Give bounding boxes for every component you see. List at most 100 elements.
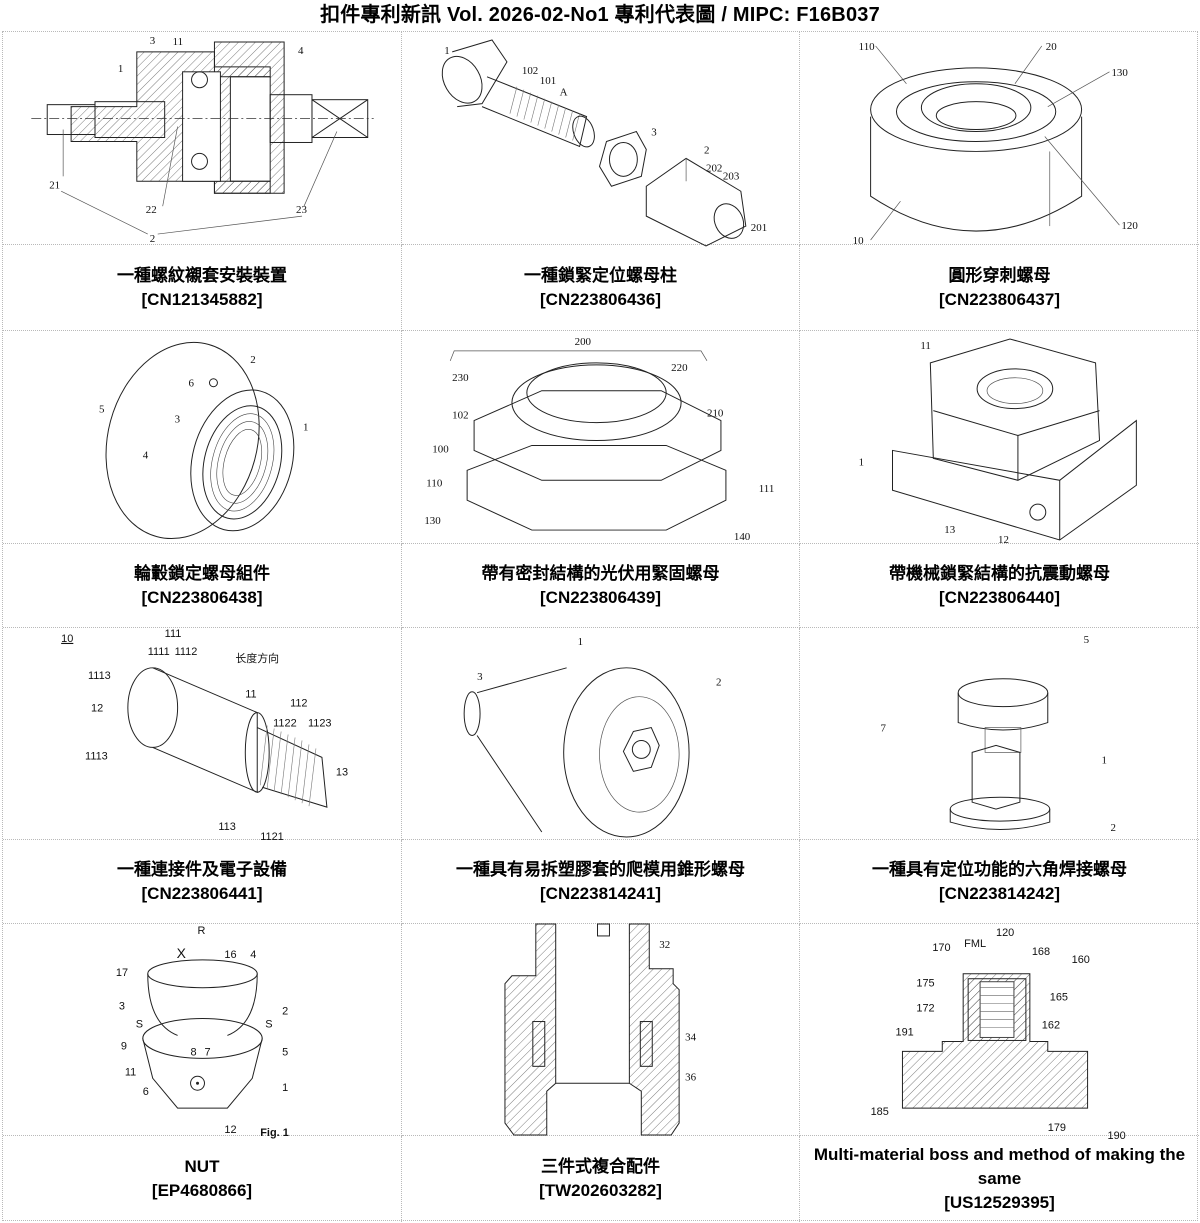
patent-number[interactable]: [CN223806436] — [540, 289, 661, 309]
patent-title: 一種連接件及電子設備 — [117, 859, 287, 879]
label: 2 — [250, 354, 255, 366]
label: 120 — [996, 927, 1014, 939]
label: 111 — [759, 483, 775, 495]
patent-caption: 輪轂鎖定螺母組件 [CN223806438] — [3, 544, 402, 628]
label: 1123 — [308, 718, 332, 730]
label: X — [177, 945, 186, 961]
label: 32 — [659, 939, 670, 951]
patent-title: Multi-material boss and method of making… — [813, 1145, 1186, 1188]
patent-number[interactable]: [CN223806438] — [141, 587, 263, 607]
patent-title: NUT — [184, 1157, 220, 1176]
figure-cell: 200 230 220 102 210 100 110 111 130 140 — [402, 331, 800, 544]
patent-title: 三件式複合配件 — [541, 1157, 660, 1176]
label: 1112 — [175, 646, 198, 658]
label: 7 — [204, 1046, 210, 1058]
label: FML — [964, 938, 986, 950]
label: 3 — [477, 671, 483, 683]
page-title: 扣件專利新訊 Vol. 2026-02-No1 專利代表圖 / MIPC: F1… — [320, 4, 880, 26]
label: 1121 — [260, 831, 284, 843]
patent-title: 輪轂鎖定螺母組件 — [134, 563, 270, 583]
patent-title: 帶有密封結構的光伏用緊固螺母 — [481, 563, 720, 583]
label: 172 — [916, 1003, 934, 1015]
label: 102 — [522, 65, 538, 77]
patent-figure-8: 1 3 2 — [463, 636, 721, 838]
label: 1 — [859, 456, 864, 468]
label: 6 — [189, 378, 195, 390]
label: 9 — [121, 1040, 127, 1052]
label: 10 — [61, 633, 73, 645]
patent-number[interactable]: [CN223814242] — [939, 883, 1060, 903]
label: 160 — [1072, 954, 1090, 966]
label: 12 — [91, 703, 103, 715]
label: 16 — [224, 949, 236, 961]
label: 23 — [296, 204, 307, 216]
figure-cell: 120 170 FML 168 160 175 165 172 162 191 … — [800, 924, 1199, 1142]
patent-figure-7: 10 111 1111 1112 长度方向 1113 12 11 112 112… — [61, 628, 348, 843]
label: 3 — [150, 35, 156, 47]
patent-number[interactable]: [CN223806439] — [540, 587, 661, 607]
patent-number[interactable]: [CN223806437] — [939, 289, 1060, 309]
label: 20 — [1046, 41, 1057, 53]
label: 2 — [150, 233, 155, 245]
label: 5 — [1084, 634, 1090, 646]
patent-number[interactable]: [CN223806441] — [141, 883, 263, 903]
label: 6 — [143, 1086, 149, 1098]
figure-cell: R X 16 4 17 3 2 S S 9 8 7 5 11 1 6 12 Fi… — [3, 924, 402, 1139]
patent-number[interactable]: [US12529395] — [944, 1193, 1055, 1212]
patent-figure-3: 110 20 130 120 10 — [853, 41, 1139, 247]
label: 1 — [303, 422, 308, 434]
label: 4 — [250, 949, 256, 961]
patent-figure-5: 200 230 220 102 210 100 110 111 130 140 — [424, 336, 775, 543]
label: 21 — [49, 179, 60, 191]
figure-cell: 110 20 130 120 10 — [800, 32, 1199, 247]
patent-caption: NUT [EP4680866] — [3, 1136, 402, 1222]
label: 112 — [290, 698, 307, 710]
patent-figure-12: 120 170 FML 168 160 175 165 172 162 191 … — [871, 927, 1126, 1142]
label: 4 — [143, 449, 149, 461]
label: Fig. 1 — [260, 1127, 289, 1139]
label: 17 — [116, 967, 128, 979]
patent-number[interactable]: [CN223814241] — [540, 883, 661, 903]
patent-figure-6: 11 1 13 12 — [859, 338, 1137, 546]
label: 102 — [452, 410, 468, 422]
patent-caption: 一種連接件及電子設備 [CN223806441] — [3, 840, 402, 924]
label: 11 — [125, 1066, 136, 1078]
patent-number[interactable]: [EP4680866] — [151, 1181, 253, 1200]
label: 168 — [1032, 946, 1050, 958]
label: 1 — [282, 1082, 288, 1094]
patent-number[interactable]: [CN223806440] — [939, 587, 1060, 607]
label: 179 — [1048, 1122, 1066, 1134]
patent-caption: 圓形穿刺螺母 [CN223806437] — [800, 245, 1199, 331]
label: 1113 — [88, 670, 111, 682]
patent-caption: 帶機械鎖緊結構的抗震動螺母 [CN223806440] — [800, 544, 1199, 628]
patent-number[interactable]: [TW202603282] — [539, 1181, 662, 1200]
label: 34 — [685, 1031, 696, 1043]
figure-cell: 1 102 101 A 3 2 202 203 201 — [402, 32, 800, 247]
patent-number[interactable]: [CN121345882] — [141, 289, 263, 309]
label: 13 — [944, 524, 955, 536]
label: R — [198, 925, 206, 937]
label: 200 — [575, 336, 592, 348]
label: 2 — [1110, 822, 1115, 834]
label: S — [136, 1019, 143, 1031]
label: 202 — [706, 162, 722, 174]
label: 111 — [165, 628, 182, 640]
patent-caption: 一種具有易拆塑膠套的爬模用錐形螺母 [CN223814241] — [402, 840, 800, 924]
figure-cell: 1 3 2 — [402, 628, 800, 840]
figure-cell: 10 111 1111 1112 长度方向 1113 12 11 112 112… — [3, 628, 402, 843]
label: 165 — [1050, 992, 1068, 1004]
label: 12 — [224, 1124, 236, 1136]
figure-cell: 5 7 1 2 — [800, 628, 1199, 840]
label: 140 — [734, 531, 751, 543]
label: 113 — [218, 821, 235, 833]
label: 210 — [707, 408, 724, 420]
patent-figure-10: R X 16 4 17 3 2 S S 9 8 7 5 11 1 6 12 Fi… — [116, 925, 289, 1139]
label: 11 — [920, 340, 931, 352]
label: 130 — [424, 515, 441, 527]
label: 170 — [932, 942, 950, 954]
label: 12 — [998, 534, 1009, 546]
patent-caption: 帶有密封結構的光伏用緊固螺母 [CN223806439] — [402, 544, 800, 628]
label: 2 — [716, 677, 721, 689]
label: 长度方向 — [235, 651, 279, 665]
label: 191 — [895, 1026, 913, 1038]
